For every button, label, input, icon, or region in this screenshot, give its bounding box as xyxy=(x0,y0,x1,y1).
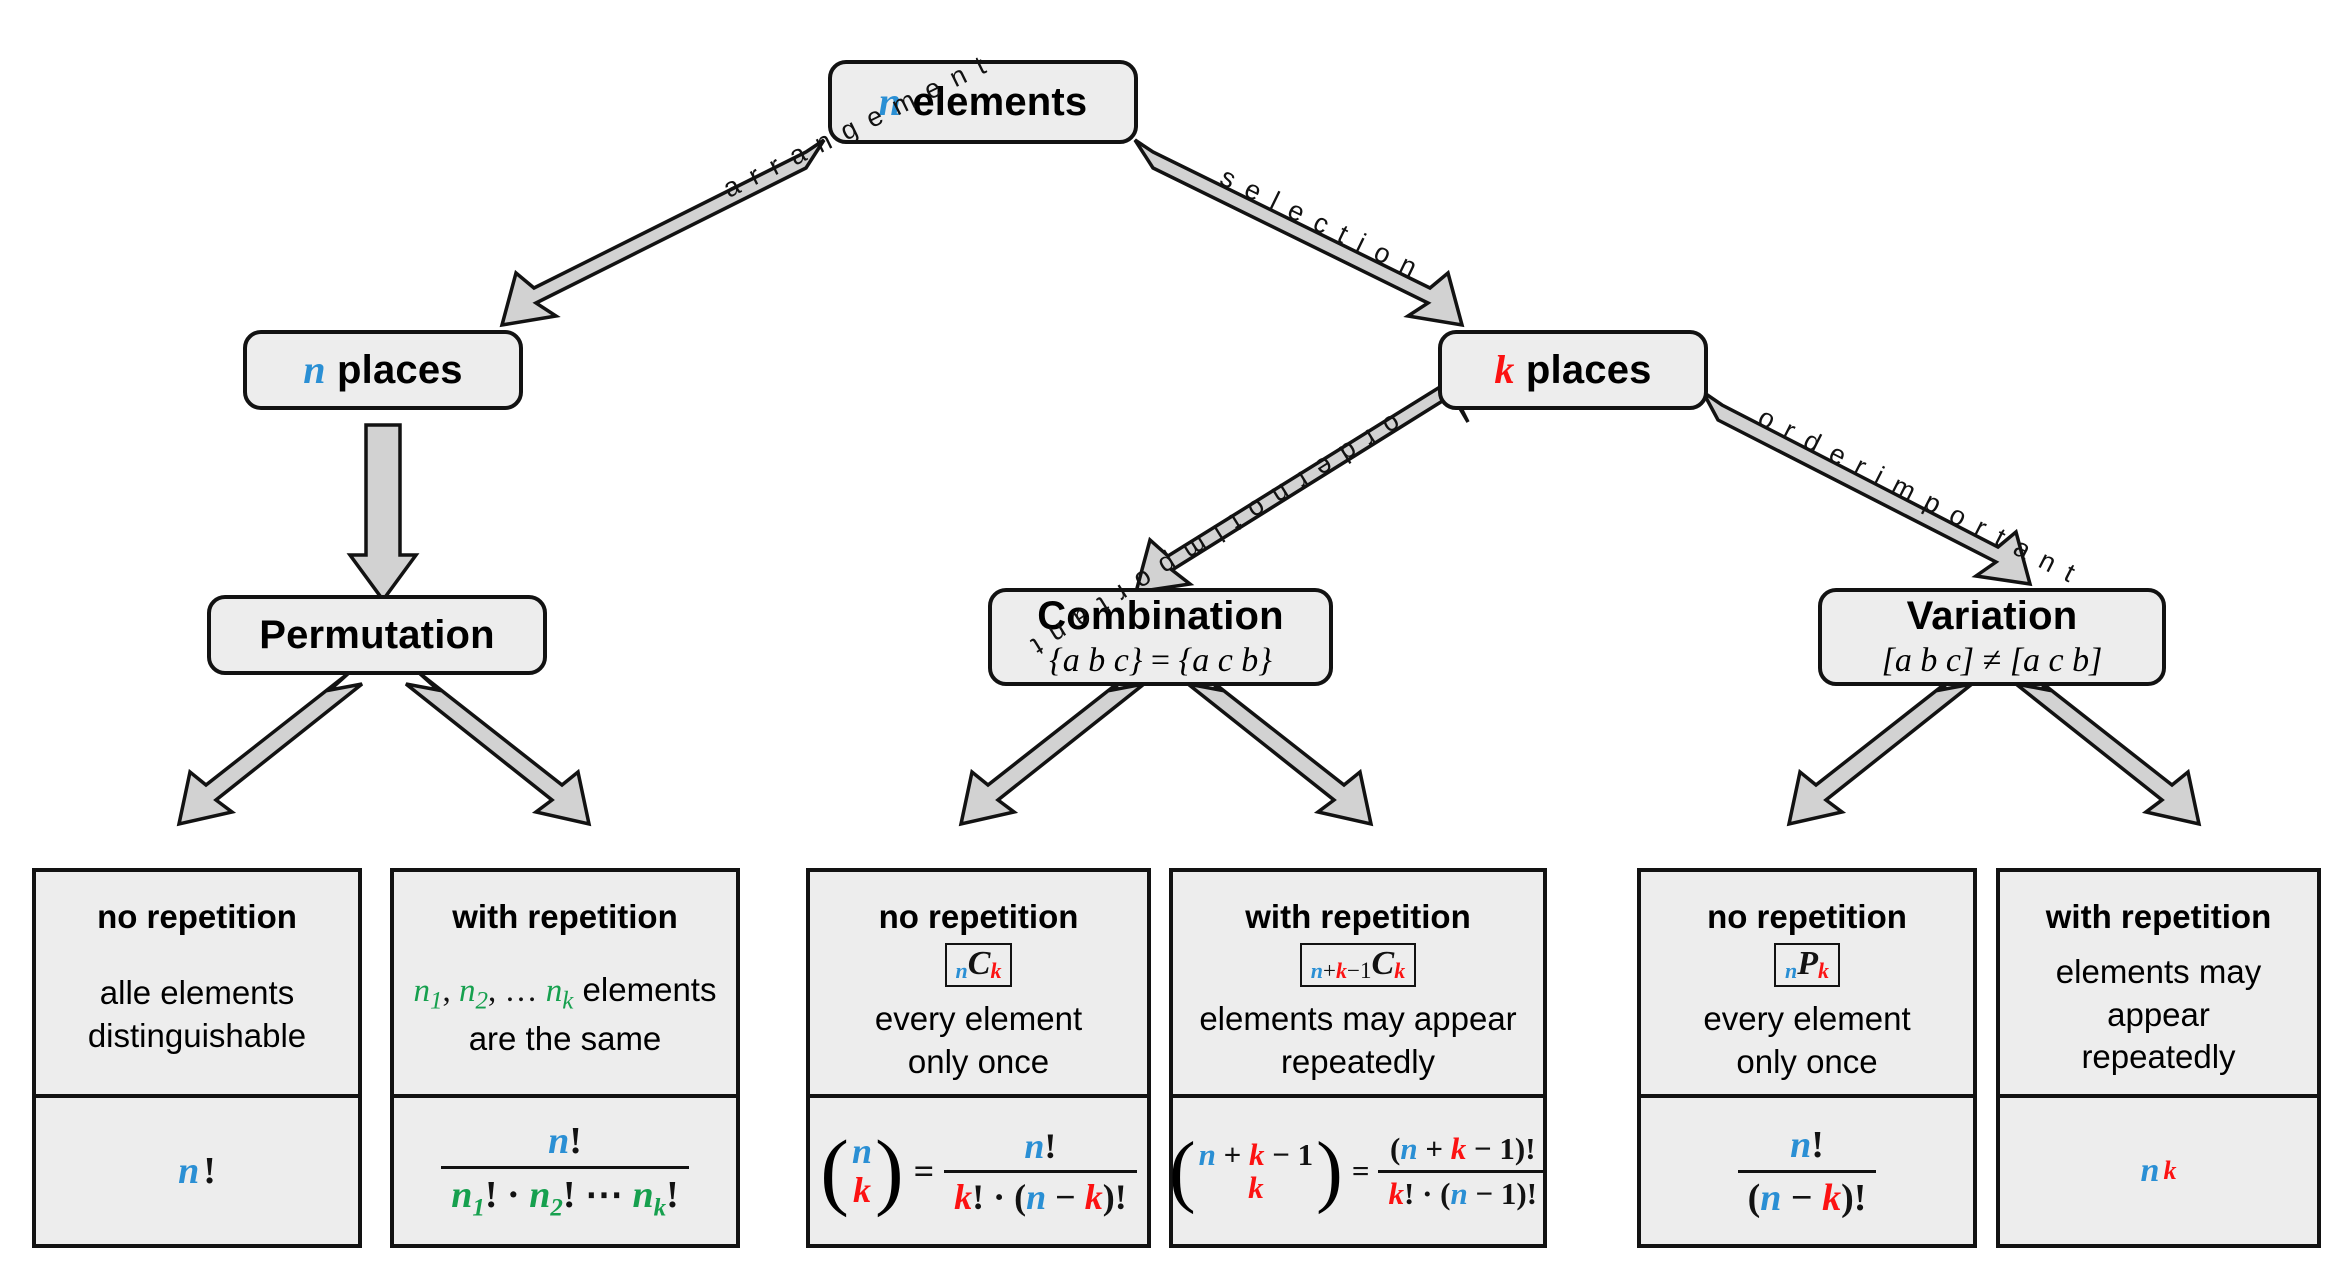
node-variation-label: Variation xyxy=(1906,594,2078,639)
node-variation-sub: [a b c] ≠ [a c b] xyxy=(1881,642,2103,680)
notation-nPk: nPk xyxy=(1773,942,1841,988)
arrow-variation-norep xyxy=(1786,670,1974,827)
leaf-combination-no-repetition[interactable]: no repetition nCk every element only onc… xyxy=(806,868,1151,1248)
leaf-permutation-with-repetition[interactable]: with repetition n1, n2, … nk elements ar… xyxy=(390,868,740,1248)
leaf-header: no repetition xyxy=(1707,898,1907,935)
arrow-combination-withrep xyxy=(1186,670,1374,827)
leaf-description: elements may appear repeatedly xyxy=(2055,952,2262,1076)
leaf-formula-cell: n! n1! · n2! ⋯ nk! xyxy=(394,1094,736,1244)
arrow-selection xyxy=(1133,138,1465,328)
leaf-description: alle elements distinguishable xyxy=(87,974,307,1054)
leaf-upper: with repetition n+k−1Ck elements may app… xyxy=(1173,872,1543,1094)
leaf-description: every element only once xyxy=(874,999,1083,1080)
arrow-permutation-withrep xyxy=(404,670,592,827)
arrow-nplaces-permutation xyxy=(346,423,420,603)
node-k-places-label: k places xyxy=(1494,347,1652,393)
arrow-variation-withrep xyxy=(2014,670,2202,827)
leaf-variation-with-repetition[interactable]: with repetition elements may appear repe… xyxy=(1996,868,2321,1248)
leaf-upper: with repetition n1, n2, … nk elements ar… xyxy=(394,872,736,1094)
node-n-elements[interactable]: n elements xyxy=(828,60,1138,144)
leaf-upper: with repetition elements may appear repe… xyxy=(2000,872,2317,1094)
leaf-description: elements may appear repeatedly xyxy=(1199,999,1517,1080)
leaf-formula-cell: ( n + k − 1 k ) = (n + k − 1)! k! · (n −… xyxy=(1169,1094,1548,1244)
formula-permutation-nk: n! (n − k)! xyxy=(1737,1123,1877,1220)
leaf-formula-cell: n! (n − k)! xyxy=(1641,1094,1973,1244)
notation-nplusk-1-C-k: n+k−1Ck xyxy=(1299,942,1417,988)
leaf-upper: no repetition nPk every element only onc… xyxy=(1641,872,1973,1094)
node-n-places-label: n places xyxy=(303,347,463,393)
leaf-permutation-no-repetition[interactable]: no repetition alle elements distinguisha… xyxy=(32,868,362,1248)
leaf-description: every element only once xyxy=(1703,999,1911,1080)
leaf-header: with repetition xyxy=(1245,898,1471,935)
node-k-places[interactable]: k places xyxy=(1438,330,1708,410)
edge-label-selection: s e l e c t i o n xyxy=(1215,161,1425,284)
edge-label-order-important: o r d e r i m p o r t a n t xyxy=(1753,401,2083,590)
leaf-header: with repetition xyxy=(2045,898,2272,935)
node-permutation-label: Permutation xyxy=(259,613,495,657)
node-variation[interactable]: Variation [a b c] ≠ [a c b] xyxy=(1818,588,2166,686)
leaf-header: with repetition xyxy=(452,898,678,935)
leaf-combination-with-repetition[interactable]: with repetition n+k−1Ck elements may app… xyxy=(1169,868,1548,1248)
leaf-header: no repetition xyxy=(878,898,1079,935)
elements-list: n1, n2, … nk xyxy=(413,972,574,1015)
formula-binomial-npk1: ( n + k − 1 k ) = (n + k − 1)! k! · (n −… xyxy=(1169,1131,1548,1212)
node-n-places[interactable]: n places xyxy=(243,330,523,410)
leaf-upper: no repetition nCk every element only onc… xyxy=(810,872,1147,1094)
notation-nCk: nCk xyxy=(944,942,1013,988)
leaf-upper: no repetition alle elements distinguisha… xyxy=(36,872,358,1094)
leaf-description: n1, n2, … nk elements are the same xyxy=(413,970,717,1058)
node-permutation[interactable]: Permutation xyxy=(207,595,547,675)
formula-multinomial: n! n1! · n2! ⋯ nk! xyxy=(441,1119,689,1223)
leaf-formula-cell: n! xyxy=(36,1094,358,1244)
leaf-header: no repetition xyxy=(97,898,297,935)
arrow-order-important xyxy=(1701,390,2033,587)
formula-n-factorial: n! xyxy=(178,1150,216,1192)
node-n-elements-label: n elements xyxy=(878,79,1088,125)
arrow-permutation-norep xyxy=(176,670,364,827)
node-combination-label: Combination xyxy=(1037,594,1284,639)
node-combination-sub: {a b c} = {a c b} xyxy=(1049,642,1272,680)
arrow-combination-norep xyxy=(958,670,1146,827)
leaf-variation-no-repetition[interactable]: no repetition nPk every element only onc… xyxy=(1637,868,1977,1248)
